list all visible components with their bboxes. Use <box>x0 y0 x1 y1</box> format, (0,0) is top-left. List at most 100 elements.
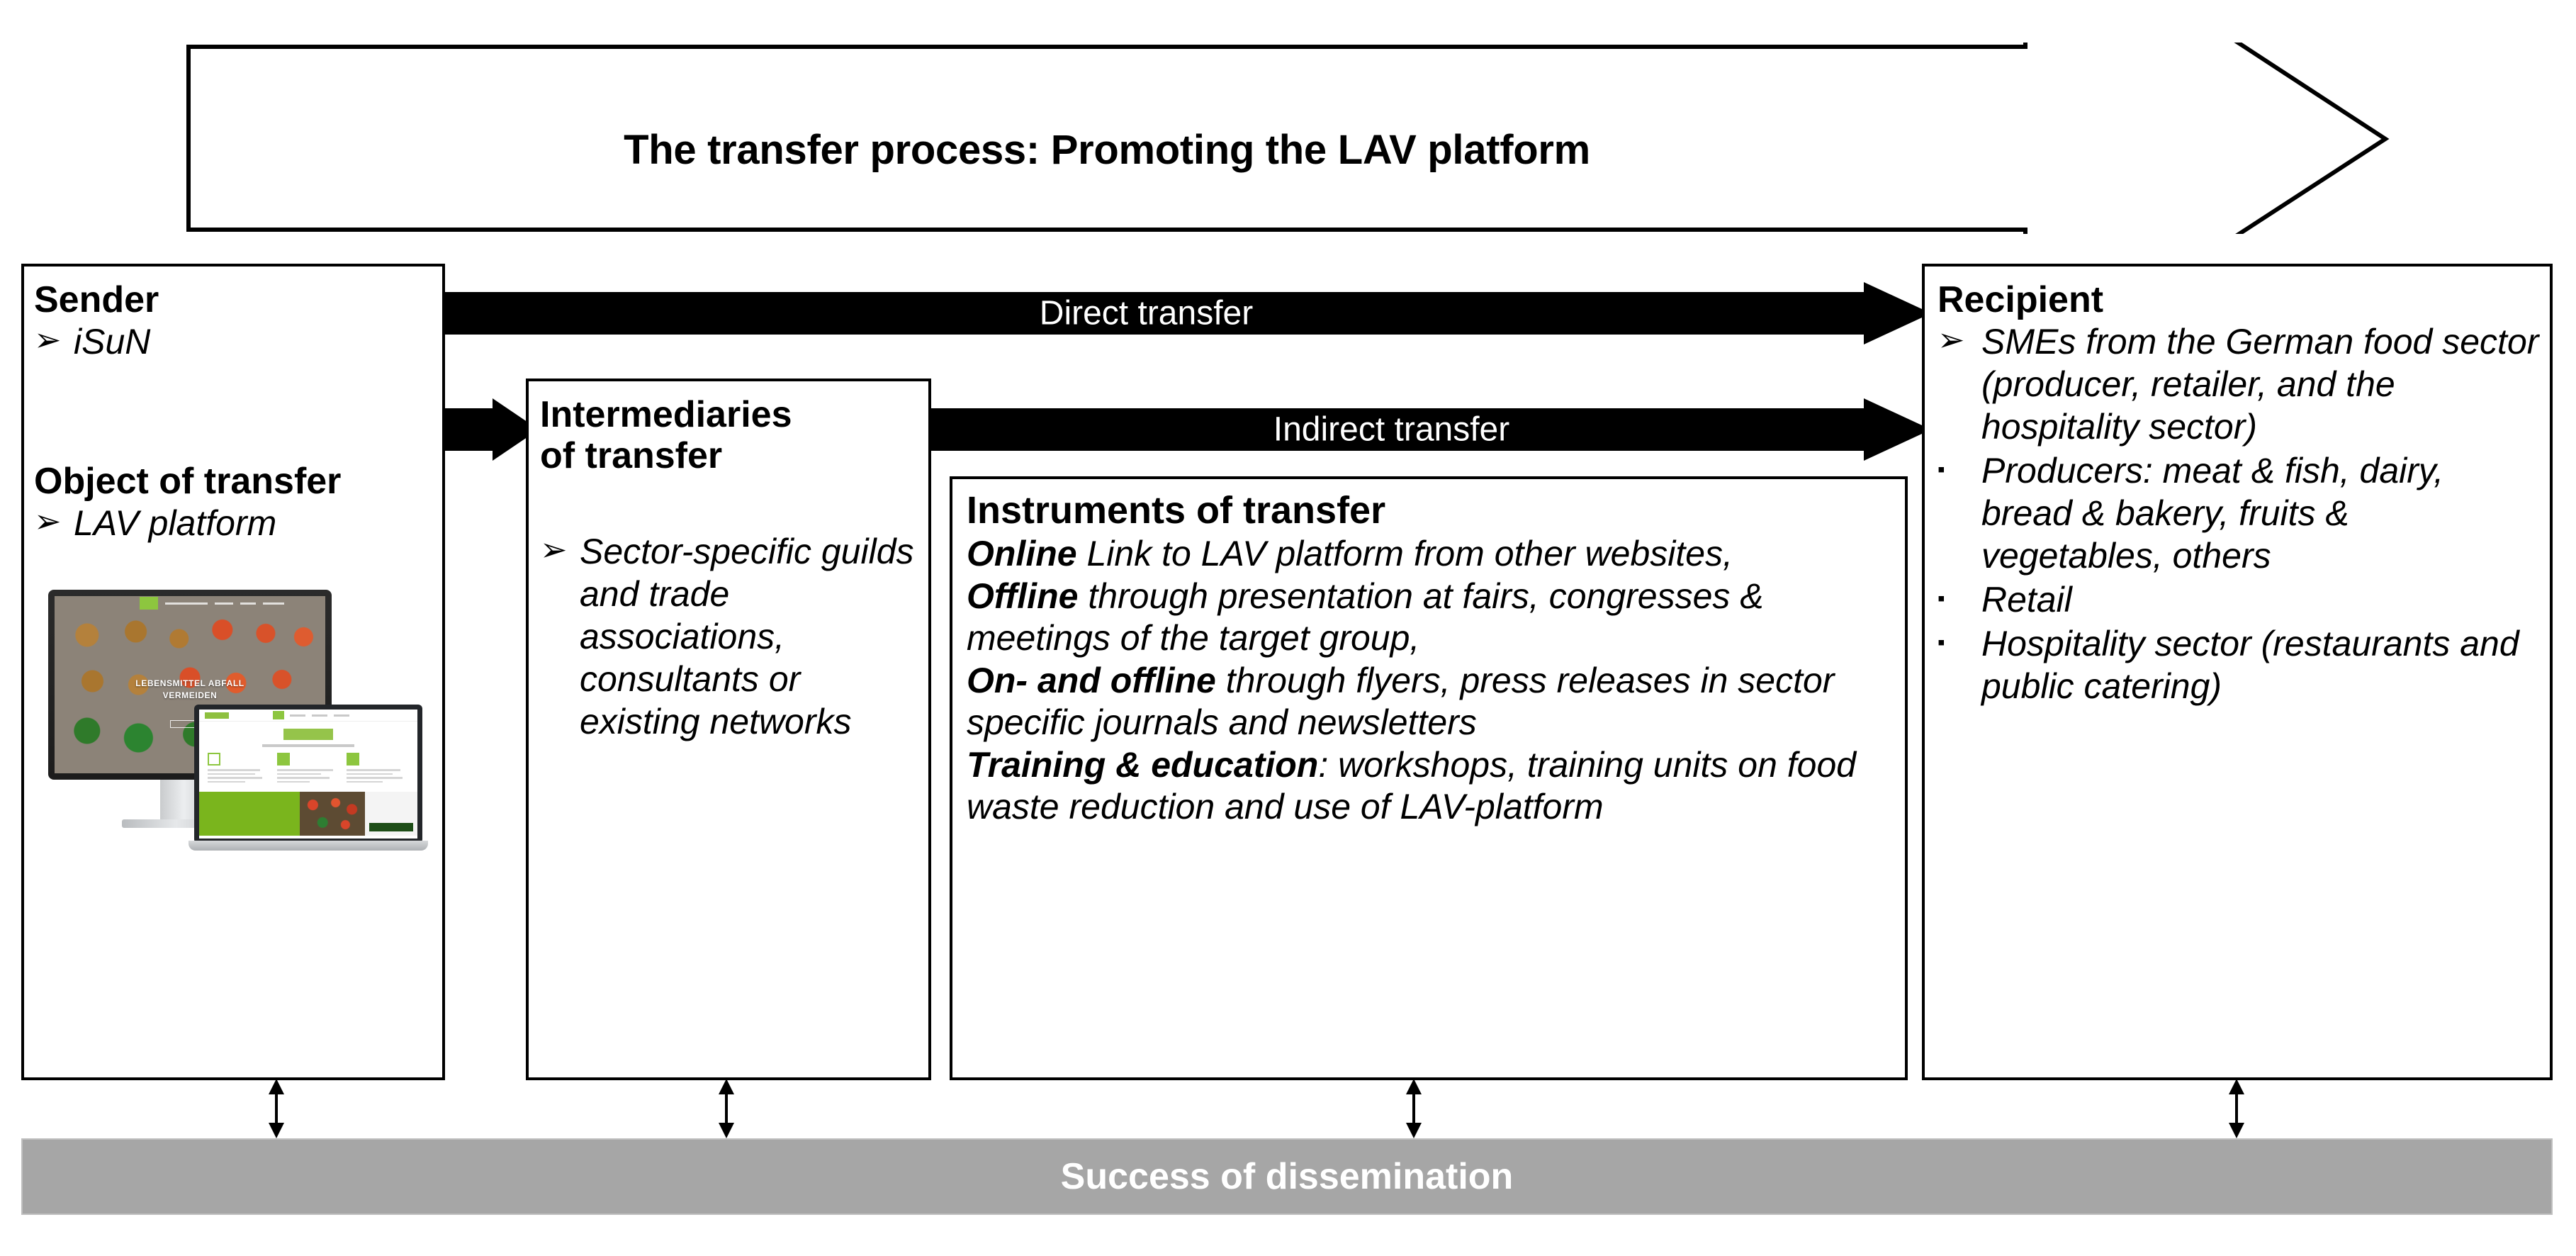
list-item: ▪ Retail <box>1937 578 2540 621</box>
arrow-bullet-icon: ➢ <box>540 531 568 568</box>
laptop-site-logo-icon <box>205 712 229 719</box>
laptop-navbar <box>199 710 417 722</box>
square-bullet-icon: ▪ <box>1937 631 1945 655</box>
text-line <box>347 777 403 779</box>
intermediaries-bullet-text: Sector-specific guilds and trade associa… <box>580 532 914 742</box>
object-of-transfer-bullet-list: ➢ LAV platform <box>34 502 432 544</box>
indirect-transfer-arrow: Indirect transfer <box>916 398 1931 461</box>
square-bullet-icon: ▪ <box>1937 458 1945 482</box>
instruments-to-success-double-arrow <box>1400 1079 1428 1138</box>
instrument-line-rest: Link to LAV platform from other websites… <box>1076 534 1733 574</box>
shield-icon <box>208 753 220 766</box>
intermediaries-title-line-2: of transfer <box>540 435 723 477</box>
success-of-dissemination-bar: Success of dissemination <box>21 1138 2553 1215</box>
direct-transfer-label: Direct transfer <box>1039 294 1254 332</box>
list-item: ➢ Sector-specific guilds and trade assoc… <box>540 530 917 743</box>
feature-column <box>277 753 339 785</box>
list-item: ➢ iSuN <box>34 320 432 363</box>
chart-icon <box>347 753 359 766</box>
list-item: ➢ SMEs from the German food sector (prod… <box>1937 320 2540 448</box>
text-line <box>277 769 334 771</box>
nav-link <box>263 602 284 605</box>
sender-bullet-text: iSuN <box>74 322 151 362</box>
laptop-base <box>189 841 428 851</box>
nav-link <box>240 602 256 605</box>
text-line <box>208 777 263 779</box>
instrument-line-bold: Online <box>967 534 1077 574</box>
recipient-bullet-list: ➢ SMEs from the German food sector (prod… <box>1937 320 2540 707</box>
intermediaries-of-transfer-box: Intermediaries of transfer ➢ Sector-spec… <box>526 379 931 1080</box>
nav-links <box>165 602 325 605</box>
instrument-line: Offline through presentation at fairs, c… <box>967 576 1892 660</box>
arrow-bullet-icon: ➢ <box>34 321 62 359</box>
nav-green-chip-icon <box>140 597 158 610</box>
sender-to-intermediaries-arrow <box>425 398 539 461</box>
double-arrow-shape <box>269 1079 284 1138</box>
banner-title: The transfer process: Promoting the LAV … <box>624 127 1590 173</box>
spacer <box>540 476 917 530</box>
materials-panel <box>365 792 417 836</box>
text-line <box>347 780 383 783</box>
indirect-transfer-arrow-shape <box>916 398 1931 461</box>
book-icon <box>277 753 290 766</box>
intermediaries-title-line-1: Intermediaries <box>540 394 792 435</box>
text-line <box>347 773 393 775</box>
text-line <box>347 769 400 771</box>
hero-line-2: VERMEIDEN <box>162 690 218 700</box>
direct-transfer-arrow-shape <box>425 282 1931 344</box>
list-item: ▪ Producers: meat & fish, dairy, bread &… <box>1937 449 2540 577</box>
intermediaries-to-success-double-arrow <box>712 1079 741 1138</box>
success-of-dissemination-label: Success of dissemination <box>1060 1156 1514 1197</box>
double-arrow-shape <box>2229 1079 2244 1138</box>
recipient-bullet-text: SMEs from the German food sector (produc… <box>1981 322 2539 447</box>
recipient-box: Recipient ➢ SMEs from the German food se… <box>1922 264 2553 1080</box>
laptop-feature-columns <box>199 753 417 785</box>
lav-platform-device-mockup-image: LEBENSMITTEL ABFALL VERMEIDEN <box>38 577 435 860</box>
sender-bullet-list: ➢ iSuN <box>34 320 432 363</box>
direct-transfer-arrow: Direct transfer <box>425 282 1931 344</box>
text-line <box>277 780 310 783</box>
sender-to-success-double-arrow <box>262 1079 291 1138</box>
instrument-line: Online Link to LAV platform from other w… <box>967 533 1892 576</box>
arrow-bullet-icon: ➢ <box>34 503 62 540</box>
laptop-nav-links <box>290 714 417 717</box>
instrument-line: Training & education: workshops, trainin… <box>967 744 1892 829</box>
recipient-bullet-text: Hospitality sector (restaurants and publ… <box>1981 624 2519 707</box>
website-navbar <box>55 596 325 610</box>
monitor-hero-text: LEBENSMITTEL ABFALL VERMEIDEN <box>55 678 325 700</box>
tomato-photo-panel <box>299 792 366 836</box>
nav-link <box>312 714 327 717</box>
recipient-to-success-double-arrow <box>2222 1079 2251 1138</box>
instrument-line-bold: Training & education <box>967 744 1319 785</box>
hero-line-1: LEBENSMITTEL ABFALL <box>135 678 244 689</box>
recipient-bullet-text: Retail <box>1981 580 2072 620</box>
feature-column <box>208 753 270 785</box>
laptop-nav-green-chip-icon <box>273 711 284 720</box>
sender-box: Sender ➢ iSuN Object of transfer ➢ LAV p… <box>21 264 445 1080</box>
square-bullet-icon: ▪ <box>1937 587 1945 611</box>
instrument-line-rest: through presentation at fairs, congresse… <box>967 576 1764 658</box>
sender-to-intermediaries-arrow-shape <box>425 398 539 461</box>
text-line <box>208 780 245 783</box>
intermediaries-bullet-list: ➢ Sector-specific guilds and trade assoc… <box>540 530 917 743</box>
banner-arrow: The transfer process: Promoting the LAV … <box>186 0 2390 377</box>
text-line <box>208 773 255 775</box>
recipient-bullet-text: Producers: meat & fish, dairy, bread & b… <box>1981 451 2444 576</box>
recipient-title: Recipient <box>1937 279 2104 320</box>
instrument-line-bold: On- and offline <box>967 660 1216 700</box>
indirect-transfer-label: Indirect transfer <box>1273 410 1510 449</box>
instrument-line-rest: through flyers, press releases in sector… <box>967 660 1835 743</box>
instruments-title: Instruments of transfer <box>967 489 1386 532</box>
arrow-bullet-icon: ➢ <box>1937 321 1965 359</box>
instrument-line-bold: Offline <box>967 576 1079 616</box>
nav-link <box>215 602 233 605</box>
nav-link <box>290 714 305 717</box>
double-arrow-shape <box>1406 1079 1422 1138</box>
instrument-line: On- and offline through flyers, press re… <box>967 660 1892 744</box>
laptop-screen <box>199 710 417 839</box>
list-item: ▪ Hospitality sector (restaurants and pu… <box>1937 622 2540 707</box>
object-of-transfer-title: Object of transfer <box>34 461 342 503</box>
double-arrow-shape <box>719 1079 734 1138</box>
text-line <box>277 777 330 779</box>
